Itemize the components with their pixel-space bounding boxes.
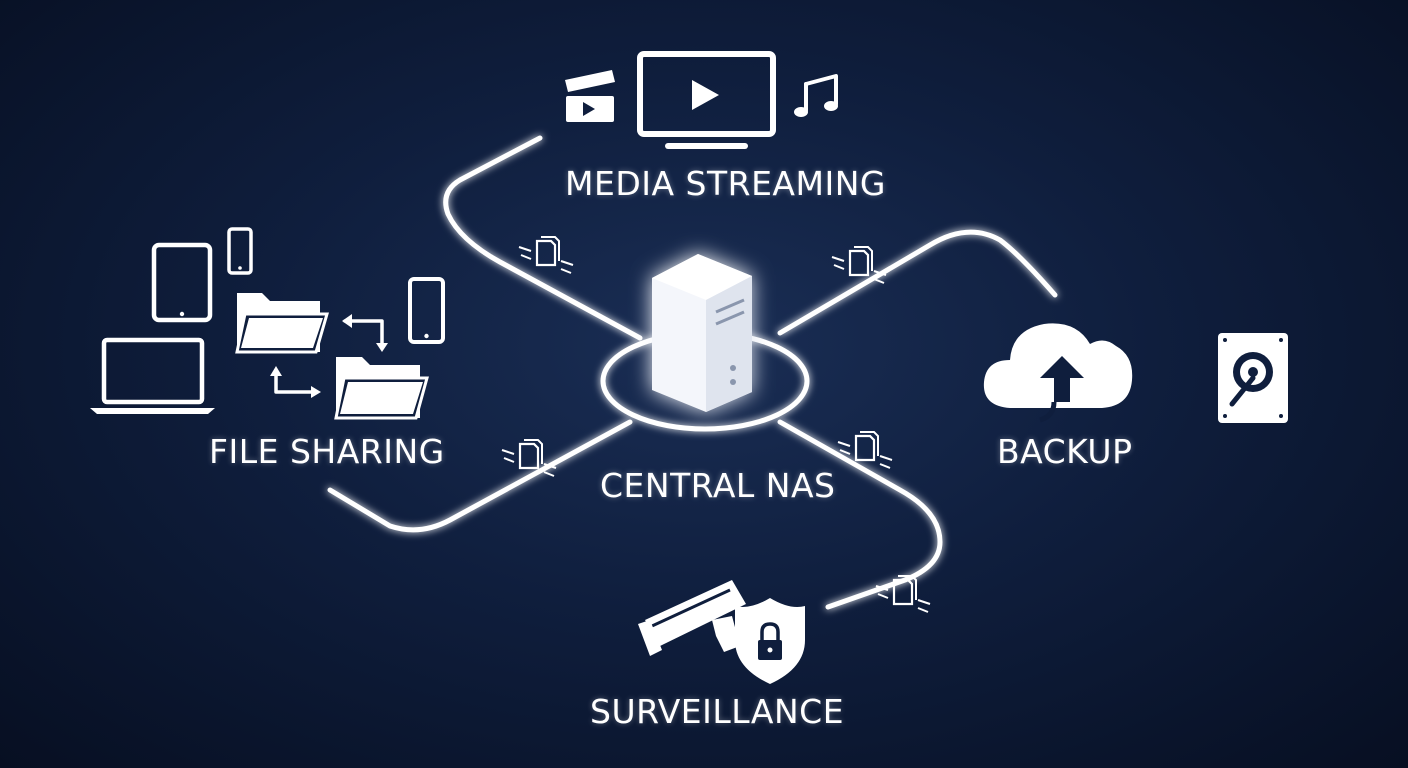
link-surveillance xyxy=(777,419,943,610)
server-icon xyxy=(652,254,752,412)
monitor-play-icon xyxy=(637,51,776,149)
shield-lock-icon xyxy=(735,598,805,684)
label-file-sharing: FILE SHARING xyxy=(209,432,445,471)
link-media-streaming xyxy=(443,135,643,341)
clapperboard-icon xyxy=(565,70,615,122)
surveillance-icons xyxy=(638,580,805,684)
data-packet-icon xyxy=(836,430,894,470)
label-media-streaming: MEDIA STREAMING xyxy=(565,164,886,203)
folder-icon xyxy=(334,357,429,420)
laptop-icon xyxy=(90,337,215,414)
link-backup xyxy=(777,229,1058,336)
central-nas-node xyxy=(600,254,810,432)
security-camera-icon xyxy=(638,580,746,656)
file-sharing-icons xyxy=(90,227,445,420)
phone-icon xyxy=(408,277,445,344)
phone-icon xyxy=(227,227,253,275)
sync-arrows-icon xyxy=(270,314,388,398)
label-central-nas: CENTRAL NAS xyxy=(600,466,836,505)
media-streaming-icons xyxy=(565,51,838,149)
link-file-sharing xyxy=(327,419,633,533)
data-packet-icon xyxy=(500,438,558,478)
music-note-icon xyxy=(794,74,838,117)
label-backup: BACKUP xyxy=(997,432,1133,471)
folder-icon xyxy=(235,293,329,354)
data-packet-icon xyxy=(517,235,575,275)
cloud-upload-icon xyxy=(983,323,1133,423)
label-surveillance: SURVEILLANCE xyxy=(590,692,845,731)
backup-icons xyxy=(983,323,1288,423)
tablet-icon xyxy=(151,242,213,323)
hard-drive-icon xyxy=(1218,333,1288,423)
